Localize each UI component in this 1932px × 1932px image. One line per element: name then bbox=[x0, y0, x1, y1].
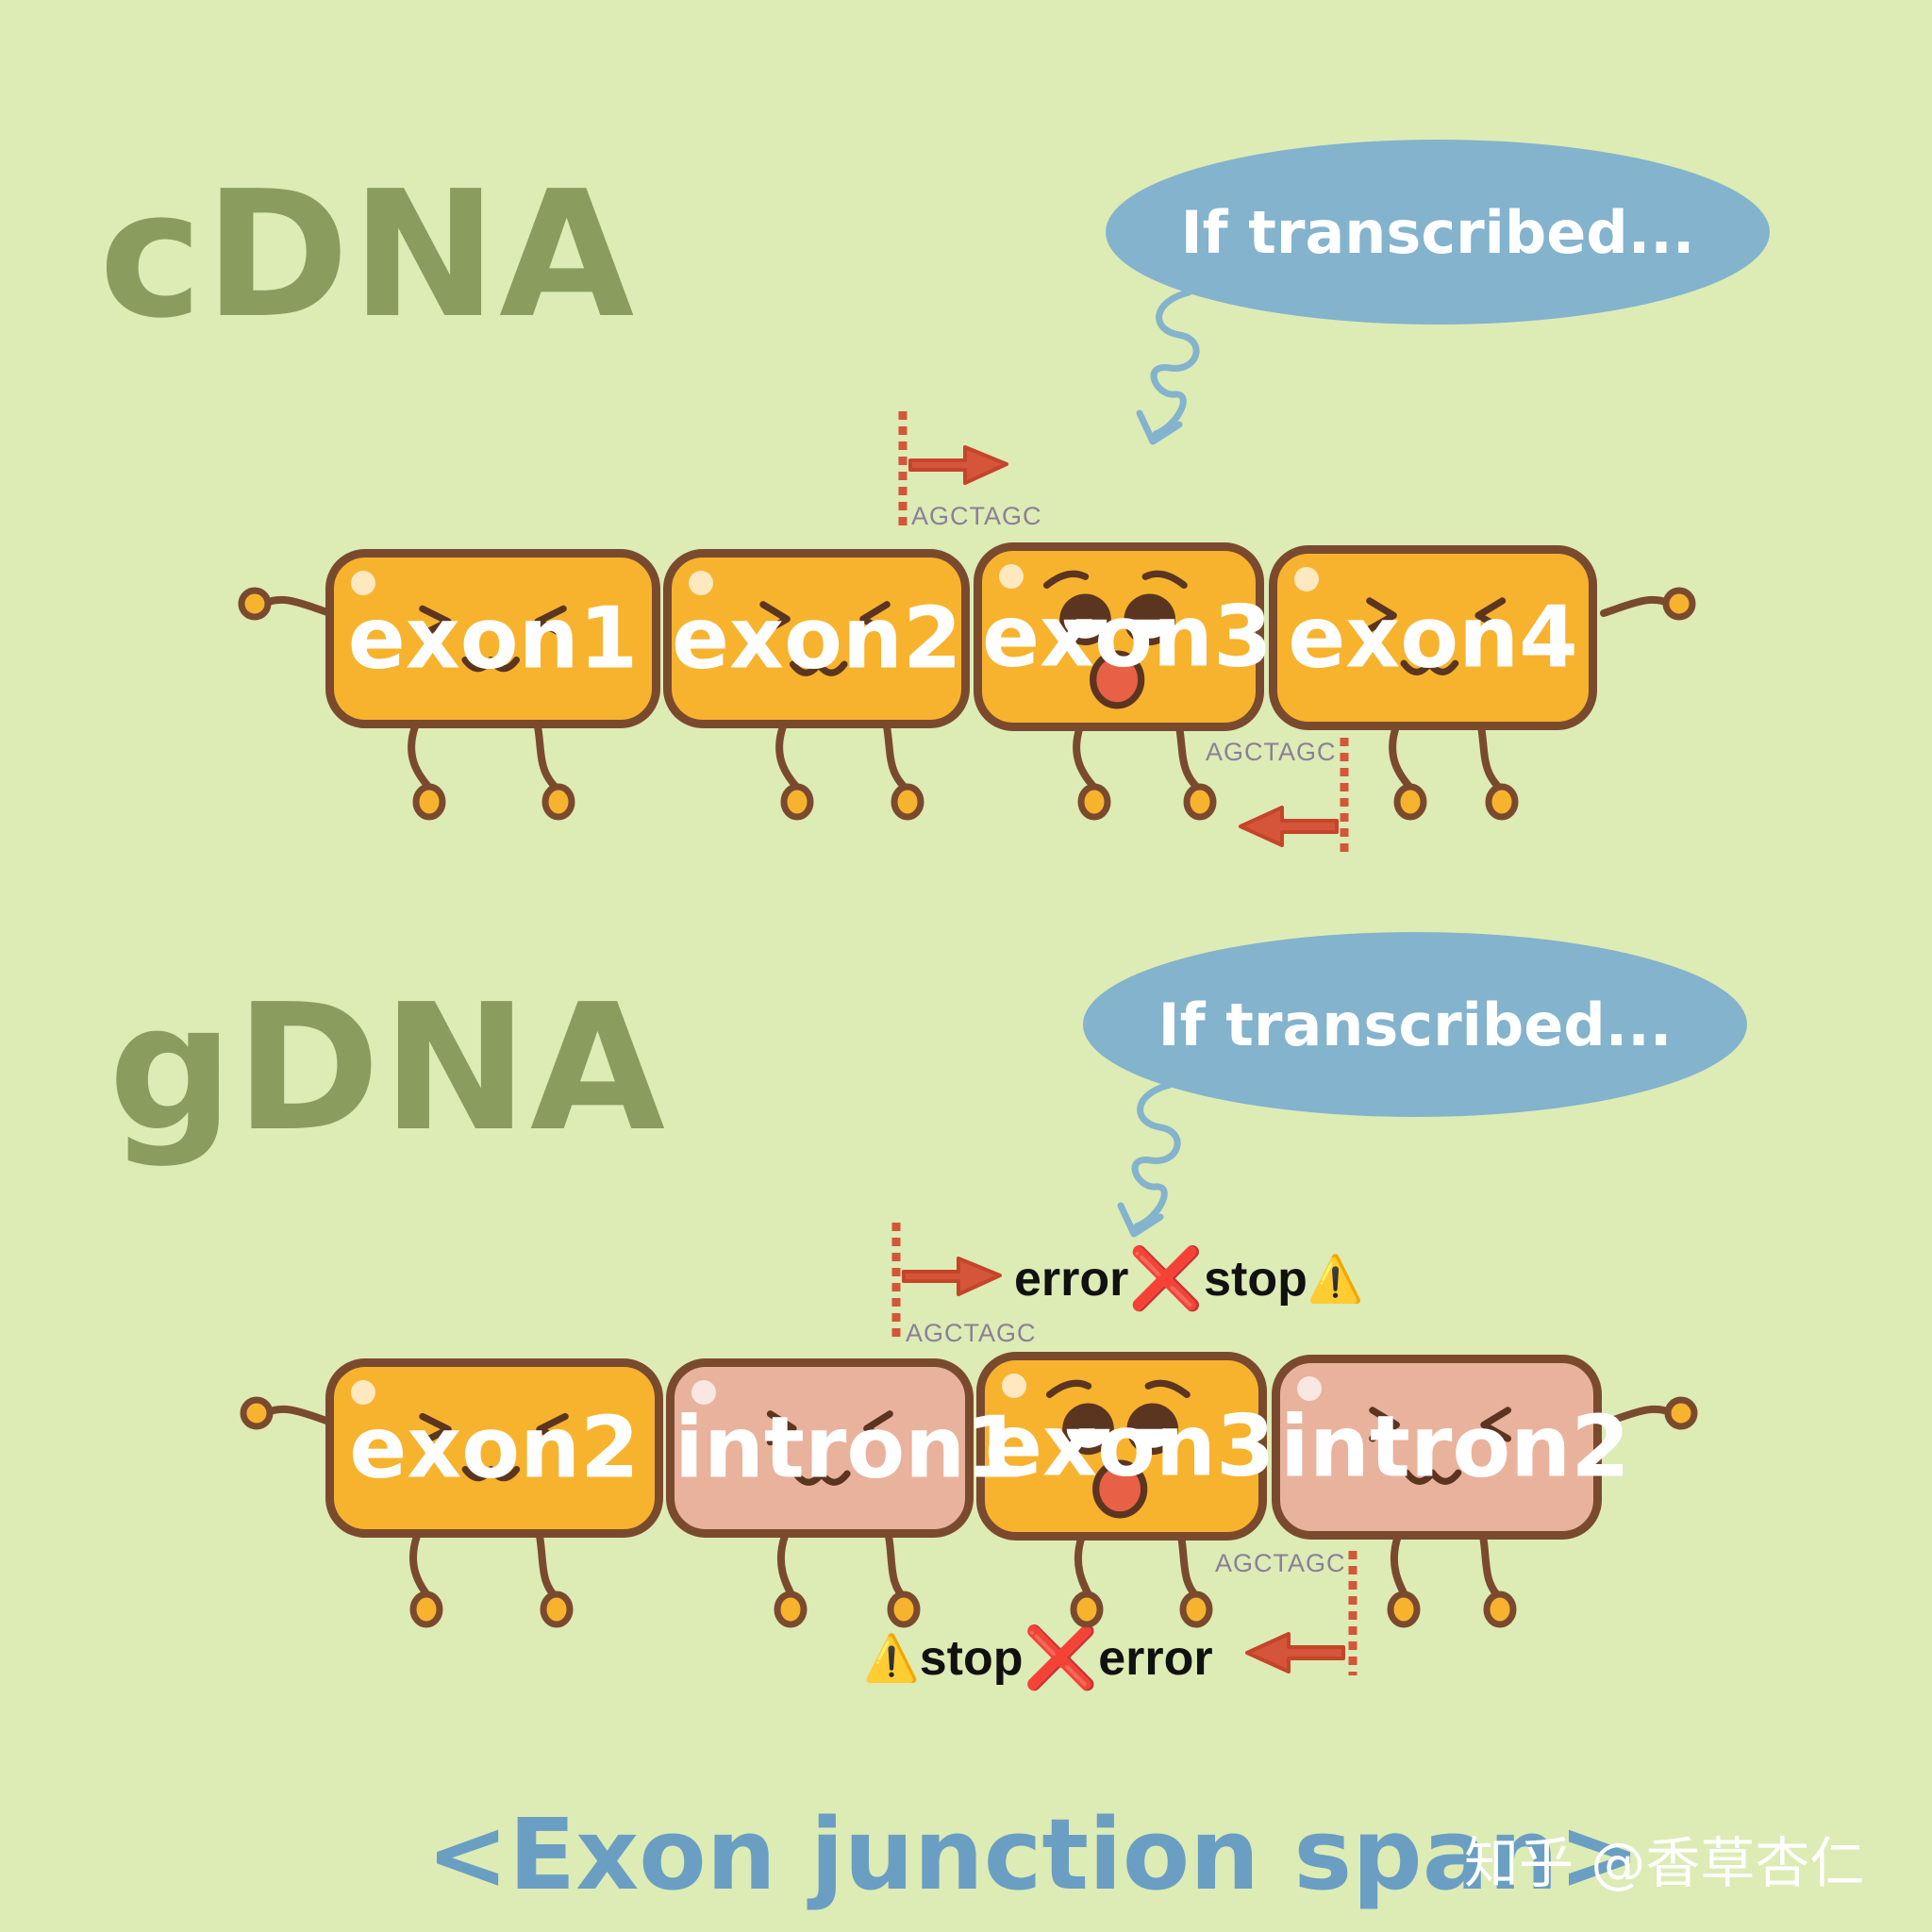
happy-face-icon bbox=[1366, 597, 1507, 675]
shine-highlight bbox=[691, 1380, 716, 1405]
happy-face-icon bbox=[419, 1412, 569, 1482]
cdna-segment-exon2: exon2 bbox=[663, 549, 970, 728]
cdna-segment-exon3: exon3 bbox=[974, 542, 1273, 731]
cdna-forward-primer-icon bbox=[898, 411, 1008, 528]
cdna-reverse-primer-icon bbox=[1239, 738, 1349, 855]
gdna-forward-note: error ❌ stop ⚠️ bbox=[1014, 1243, 1364, 1314]
gdna-segment-exon2: exon2 bbox=[325, 1358, 663, 1538]
warning-icon: ⚠️ bbox=[863, 1634, 920, 1684]
note-error-text: error bbox=[1098, 1630, 1213, 1686]
watermark: 知乎 @香草杏仁 bbox=[1464, 1831, 1865, 1895]
segment-label: exon3 bbox=[985, 1396, 1275, 1496]
gdna-segment-intron2: intron2 bbox=[1272, 1355, 1630, 1540]
cdna-reverse-primer-seq: AGCTAGC bbox=[1206, 738, 1337, 766]
note-error-text: error bbox=[1014, 1251, 1129, 1307]
gdna-segment-exon3: exon3 bbox=[976, 1352, 1275, 1541]
happy-face-icon bbox=[419, 605, 567, 673]
gdna-title: gDNA bbox=[108, 966, 667, 1170]
gdna-reverse-primer-icon bbox=[1245, 1551, 1357, 1675]
gdna-speech-bubble: If transcribed... bbox=[1083, 932, 1747, 1117]
note-stop-text: stop bbox=[919, 1630, 1024, 1686]
cross-icon: ❌ bbox=[1128, 1244, 1205, 1312]
cdna-forward-primer-seq: AGCTAGC bbox=[911, 502, 1042, 530]
gdna-segment-intron1: intron1 bbox=[666, 1358, 1024, 1538]
cdna-caterpillar-limbs bbox=[238, 587, 1696, 821]
happy-face-icon bbox=[766, 1410, 893, 1486]
worried-face-icon bbox=[1042, 570, 1188, 709]
gdna-curly-arrow-icon bbox=[1117, 1081, 1181, 1238]
worried-face-icon bbox=[1045, 1379, 1191, 1519]
segment-label: exon2 bbox=[672, 589, 962, 689]
segment-label: intron2 bbox=[1280, 1397, 1630, 1497]
shine-highlight bbox=[999, 564, 1024, 589]
gdna-caterpillar-limbs bbox=[240, 1396, 1698, 1628]
shine-highlight bbox=[1002, 1374, 1026, 1398]
footer-caption: <Exon junction span> bbox=[426, 1797, 1641, 1912]
shine-highlight bbox=[351, 1380, 375, 1405]
gdna-bubble-text: If transcribed... bbox=[1158, 990, 1673, 1059]
segment-label: exon3 bbox=[982, 587, 1273, 687]
cdna-segment-exon1: exon1 bbox=[325, 549, 660, 728]
cross-icon: ❌ bbox=[1023, 1624, 1099, 1691]
gdna-reverse-note: ⚠️ stop ❌ error bbox=[863, 1623, 1213, 1693]
cdna-bubble-text: If transcribed... bbox=[1180, 197, 1695, 267]
shine-highlight bbox=[351, 571, 375, 595]
shine-highlight bbox=[1297, 1376, 1322, 1401]
happy-face-icon bbox=[759, 601, 891, 676]
happy-face-icon bbox=[1369, 1407, 1512, 1485]
segment-label: intron1 bbox=[675, 1398, 1024, 1498]
segment-label: exon4 bbox=[1288, 588, 1578, 688]
cdna-title: cDNA bbox=[99, 153, 637, 357]
gdna-forward-primer-icon bbox=[891, 1223, 1002, 1340]
cdna-segment-exon4: exon4 bbox=[1269, 545, 1597, 730]
cdna-curly-arrow-icon bbox=[1136, 289, 1200, 445]
shine-highlight bbox=[689, 571, 713, 595]
note-stop-text: stop bbox=[1204, 1251, 1307, 1307]
gdna-reverse-primer-seq: AGCTAGC bbox=[1215, 1549, 1346, 1577]
warning-icon: ⚠️ bbox=[1307, 1255, 1364, 1305]
cdna-speech-bubble: If transcribed... bbox=[1106, 140, 1770, 325]
gdna-forward-primer-seq: AGCTAGC bbox=[906, 1319, 1037, 1347]
segment-label: exon1 bbox=[347, 589, 639, 689]
segment-label: exon2 bbox=[349, 1398, 640, 1498]
shine-highlight bbox=[1294, 567, 1319, 591]
